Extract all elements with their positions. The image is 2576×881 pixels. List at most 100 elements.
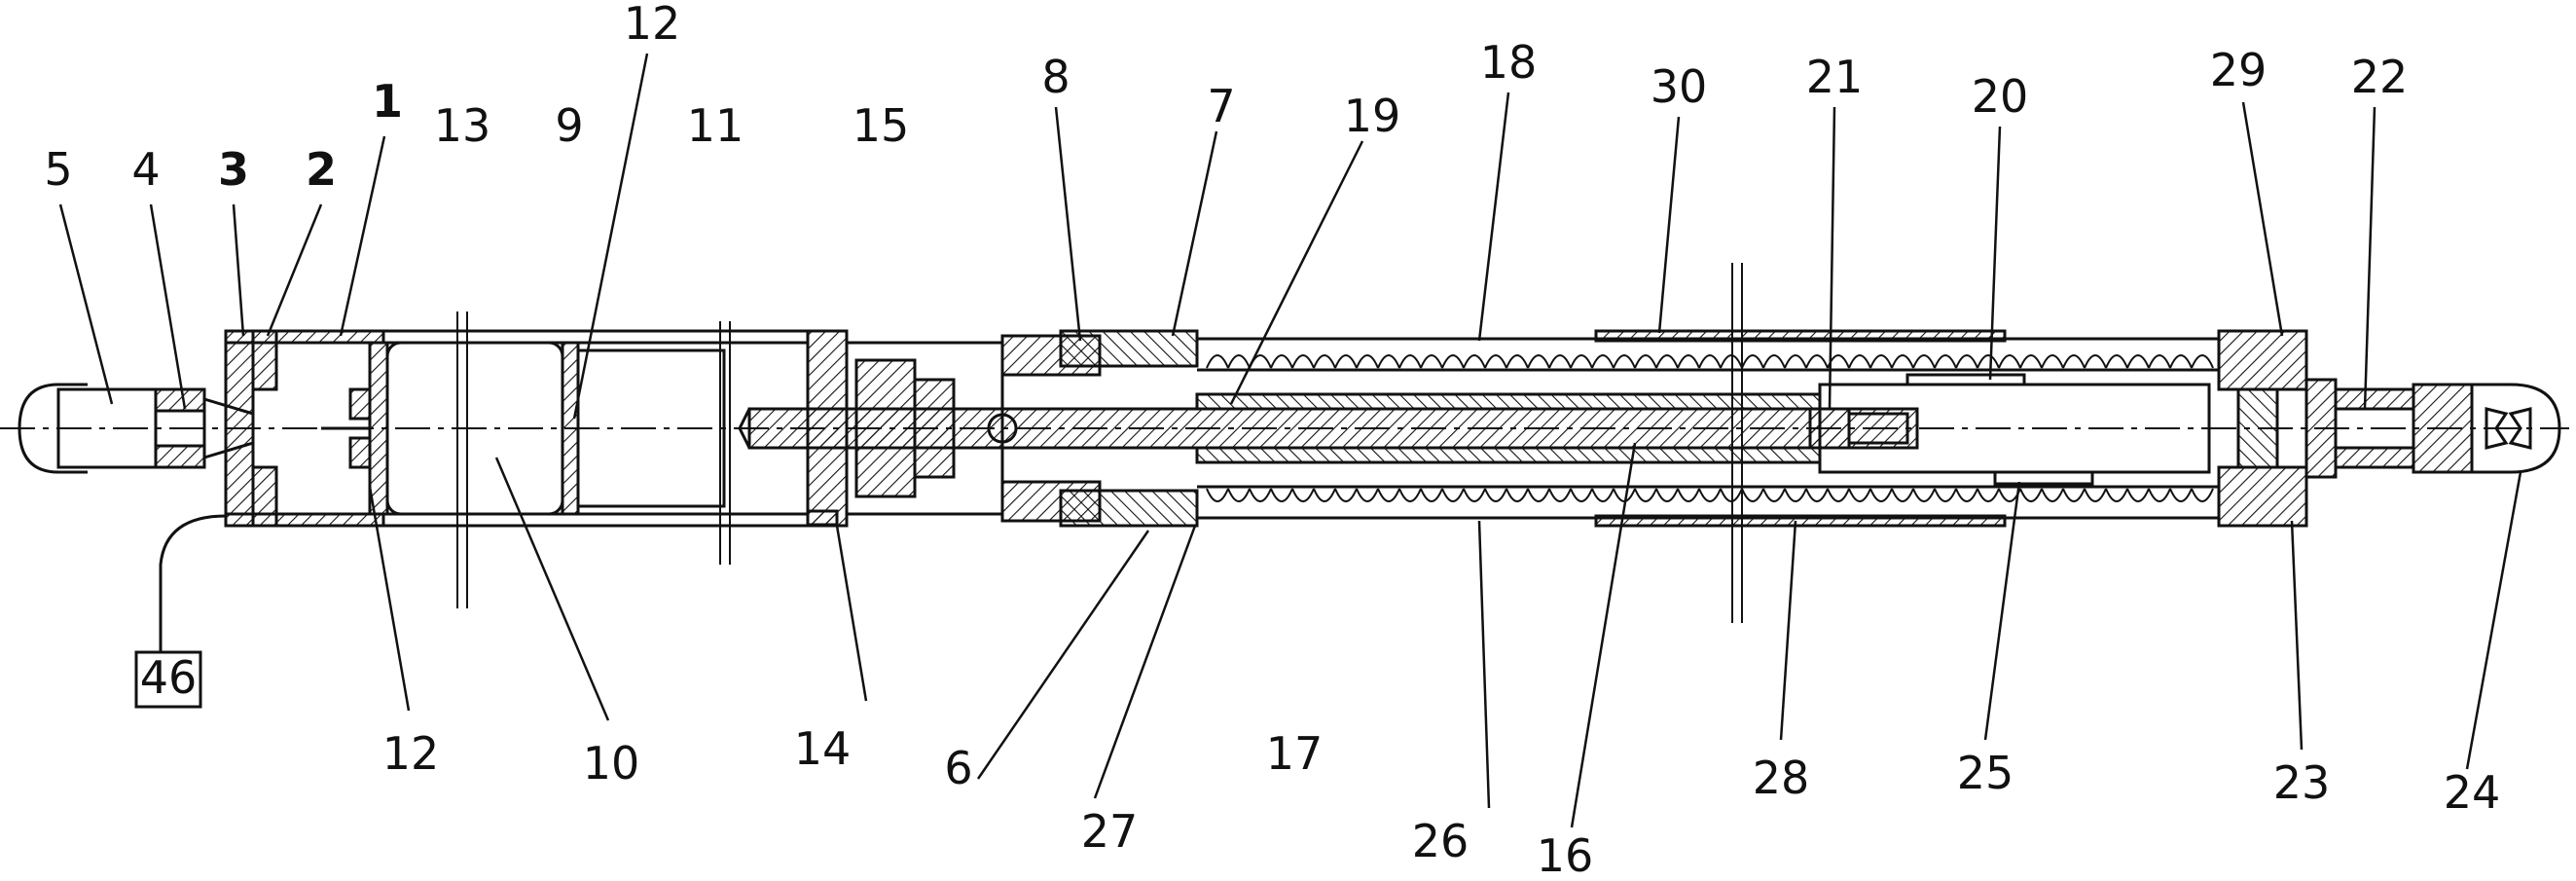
ref-5: 5 [44, 143, 72, 196]
ref-14: 14 [794, 722, 852, 775]
spring-coil [2042, 489, 2063, 501]
spring-coil [1977, 355, 1999, 368]
spring-coil [2170, 489, 2192, 501]
spring-coil [2085, 355, 2106, 368]
spring-coil [1935, 355, 1956, 368]
ref-4: 4 [131, 143, 160, 196]
ref-7: 7 [1207, 80, 1235, 132]
spring-coil [1956, 355, 1977, 368]
spring-coil [2127, 489, 2149, 501]
spring-coil [1506, 489, 1528, 501]
ref-1: 1 [372, 75, 403, 128]
spring-coil [1678, 489, 1699, 501]
spring-coil [1806, 355, 1828, 368]
spring-coil [2192, 489, 2213, 501]
spring-coil [1614, 489, 1635, 501]
spring-coil [2149, 489, 2170, 501]
ref-26: 26 [1412, 815, 1469, 867]
ref-16: 16 [1537, 829, 1594, 881]
ref-28: 28 [1753, 752, 1810, 804]
ref-8: 8 [1041, 51, 1070, 103]
spring-coil [2042, 355, 2063, 368]
spring-coil [1742, 355, 1763, 368]
spring-coil [1849, 355, 1870, 368]
spring-coil [1849, 489, 1870, 501]
boxed-label-46: 46 [140, 651, 198, 704]
ref-12-top: 12 [624, 0, 681, 50]
spring-coil [1549, 355, 1571, 368]
spring-coil [1292, 355, 1314, 368]
spring-coil [1742, 489, 1763, 501]
spring-coil [1592, 355, 1614, 368]
spring-coil [1528, 489, 1549, 501]
ref-18: 18 [1480, 36, 1538, 89]
spring-coil [1614, 355, 1635, 368]
spring-coil [1785, 489, 1806, 501]
spring-coil [1357, 355, 1378, 368]
spring-coil [1571, 489, 1592, 501]
spring-coil [2063, 489, 2085, 501]
spring-coil [1656, 355, 1678, 368]
spring-coil [1207, 489, 1228, 501]
spring-coil [2106, 355, 2127, 368]
spring-coil [1592, 489, 1614, 501]
cable-to-box: 46 [136, 516, 226, 707]
spring-coil [1699, 489, 1721, 501]
spring-coil [1635, 489, 1656, 501]
spring-coil [1785, 355, 1806, 368]
spring-coil [1485, 355, 1506, 368]
spring-coil [1335, 489, 1357, 501]
ref-17: 17 [1266, 727, 1324, 780]
ref-3: 3 [218, 143, 249, 196]
spring-coil [1763, 355, 1785, 368]
spring-coil [1892, 489, 1913, 501]
spring-coil [1956, 489, 1977, 501]
spring-coil [1485, 489, 1506, 501]
spring-coil [2170, 355, 2192, 368]
spring-coil [1464, 355, 1485, 368]
spring-coil [1913, 355, 1935, 368]
spring-coil [1870, 355, 1892, 368]
ref-24: 24 [2444, 766, 2501, 819]
ref-13: 13 [434, 99, 491, 152]
spring-coil [1549, 489, 1571, 501]
spring-coil [1292, 489, 1314, 501]
spring-coil [1421, 489, 1442, 501]
spring-coil [1913, 489, 1935, 501]
spring-coil [2192, 355, 2213, 368]
spring-coil [1399, 355, 1421, 368]
ref-21: 21 [1806, 51, 1864, 103]
spring-coil [1228, 355, 1250, 368]
spring-coil [1314, 489, 1335, 501]
spring-coil [2020, 355, 2042, 368]
ref-30: 30 [1651, 60, 1708, 113]
spring-coil [1464, 489, 1485, 501]
spring-coil [1335, 355, 1357, 368]
ref-15: 15 [853, 99, 910, 152]
ref-2: 2 [306, 143, 337, 196]
spring-coil [1977, 489, 1999, 501]
ref-19: 19 [1344, 90, 1401, 142]
ref-10: 10 [583, 737, 640, 789]
spring-coil [1828, 489, 1849, 501]
spring-coil [1870, 489, 1892, 501]
ref-6: 6 [944, 742, 972, 794]
spring-coil [1699, 355, 1721, 368]
ref-23: 23 [2273, 756, 2331, 809]
spring-coil [1656, 489, 1678, 501]
spring-coil [2020, 489, 2042, 501]
spring-coil [1571, 355, 1592, 368]
ref-22: 22 [2351, 51, 2409, 103]
spring-coil [1763, 489, 1785, 501]
spring-coil [1378, 355, 1399, 368]
spring-coil [1999, 355, 2020, 368]
spring-coil [1207, 355, 1228, 368]
ref-12-bottom: 12 [382, 727, 440, 780]
spring-coil [1399, 489, 1421, 501]
spring-coil [1314, 355, 1335, 368]
ref-9: 9 [555, 99, 583, 152]
spring-coil [1678, 355, 1699, 368]
spring-coil [1378, 489, 1399, 501]
spring-coil [1442, 355, 1464, 368]
